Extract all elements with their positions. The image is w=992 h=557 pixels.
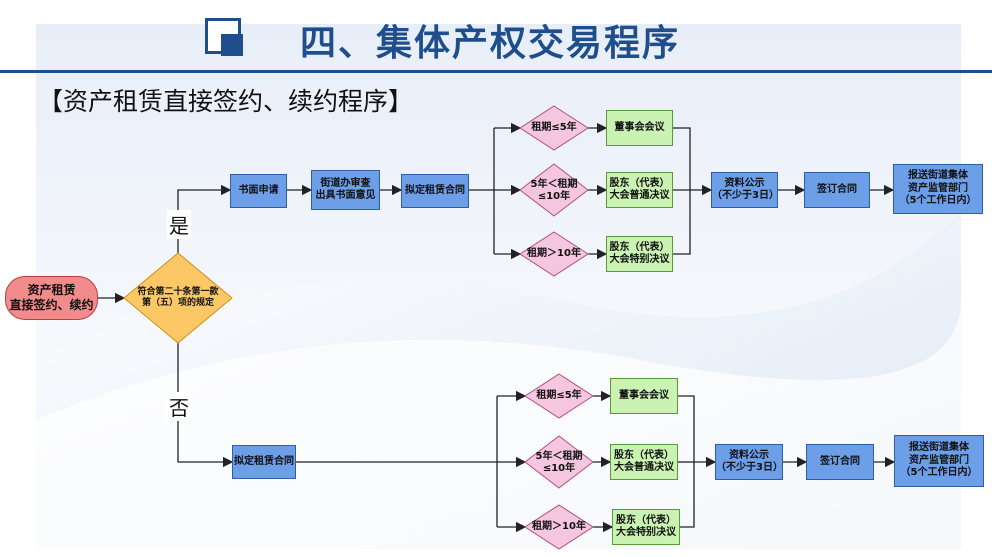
no-cond3-label: 租期＞10年 <box>532 521 586 532</box>
no-report-dept: 报送街道集体资产监管部门（5个工作日内） <box>894 435 984 487</box>
yes-cond3-label: 租期＞10年 <box>527 248 581 259</box>
decision-diamond <box>123 252 233 344</box>
start-line1: 资产租赁 <box>27 283 76 297</box>
yes-cond2-diamond <box>519 163 589 217</box>
yes-cond2-label: 5年＜租期≤10年 <box>530 179 578 202</box>
yes-cond1-label: 租期≤5年 <box>531 122 577 133</box>
yes-report-dept: 报送街道集体资产监管部门（5个工作日内） <box>893 164 983 214</box>
branch-yes-label: 是 <box>167 210 191 239</box>
yes-ordinary-resolution: 股东（代表）大会普通决议 <box>606 172 673 208</box>
yes-special-resolution: 股东（代表）大会特别决议 <box>606 236 673 272</box>
header-logo-icon <box>205 18 245 58</box>
no-ordinary-resolution: 股东（代表）大会普通决议 <box>610 444 678 480</box>
header-divider <box>0 70 992 73</box>
yes-board-meeting: 董事会会议 <box>606 110 673 146</box>
no-cond1-label: 租期≤5年 <box>536 390 582 401</box>
no-board-meeting: 董事会会议 <box>610 378 678 414</box>
no-sign-contract: 签订合同 <box>806 444 874 480</box>
no-publicity: 资料公示（不少于3日） <box>715 444 783 480</box>
yes-written-application: 书面申请 <box>230 174 287 208</box>
branch-no-label: 否 <box>167 392 191 421</box>
yes-cond3-diamond <box>519 231 589 277</box>
yes-street-review: 街道办审查出具书面意见 <box>311 170 380 210</box>
no-special-resolution: 股东（代表）大会特别决议 <box>612 509 680 545</box>
no-cond2-diamond <box>524 435 594 489</box>
no-draft-contract: 拟定租赁合同 <box>232 445 296 479</box>
no-cond3-diamond <box>524 504 594 550</box>
yes-cond1-diamond <box>519 105 589 151</box>
start-line2: 直接签约、续约 <box>9 298 94 312</box>
yes-draft-contract: 拟定租赁合同 <box>401 174 469 208</box>
no-cond2-label: 5年＜租期≤10年 <box>535 451 583 474</box>
no-cond1-diamond <box>524 373 594 419</box>
yes-publicity: 资料公示（不少于3日） <box>711 172 779 208</box>
yes-sign-contract: 签订合同 <box>804 172 870 208</box>
start-node: 资产租赁直接签约、续约 <box>5 276 98 320</box>
page-title: 四、集体产权交易程序 <box>300 23 681 64</box>
decision-label: 符合第二十条第一款第（五）项的规定 <box>137 287 219 308</box>
section-subtitle: 【资产租赁直接签约、续约程序】 <box>38 87 414 116</box>
